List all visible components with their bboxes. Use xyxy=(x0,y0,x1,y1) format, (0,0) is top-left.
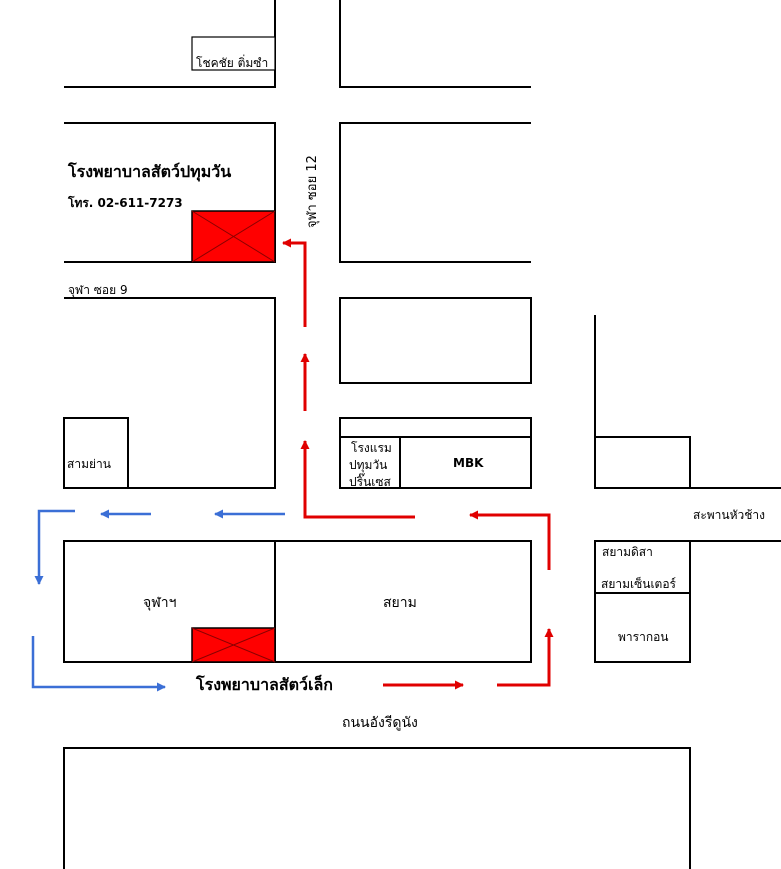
street-lines xyxy=(63,0,781,869)
arrowhead-icon xyxy=(31,636,166,692)
arrowhead-icon xyxy=(497,628,554,687)
block-top-middle xyxy=(339,0,531,88)
phone-label: โทร. 02-611-7273 xyxy=(67,195,183,210)
hua-chang-bridge-label: สะพานหัวช้าง xyxy=(693,508,765,522)
chula-label: จุฬาฯ xyxy=(143,595,177,611)
samyan-label: สามย่าน xyxy=(67,457,111,471)
block-samyan xyxy=(63,417,129,489)
mbk-label: MBK xyxy=(453,456,484,470)
block-soi9-south xyxy=(64,297,276,489)
block-chula-siam xyxy=(63,540,532,663)
block-soi12-right xyxy=(339,122,531,263)
hotel-label-line: โรงแรม xyxy=(351,441,392,455)
arrowhead-icon xyxy=(34,509,75,585)
pathumwan-hospital-label: โรงพยาบาลสัตว์ปทุมวัน xyxy=(67,161,231,182)
block-mbk xyxy=(339,417,532,489)
block-middle-right xyxy=(339,297,532,384)
soi12-label: จุฬา ซอย 12 xyxy=(305,155,320,228)
arrowhead-icon xyxy=(282,238,307,327)
hotel-label: โรงแรม ปทุมวัน ปริ๊นเซส xyxy=(349,441,396,489)
arrowhead-icon xyxy=(469,510,551,570)
henri-dunant-road-label: ถนนอังรีดูนัง xyxy=(342,715,418,731)
hotel-label-line: ปริ๊นเซส xyxy=(349,473,392,489)
paragon-label: พารากอน xyxy=(618,630,669,644)
hospital-marker-icon xyxy=(191,210,276,263)
siam-discovery-label: สยามดิสา xyxy=(602,545,653,559)
red-route xyxy=(282,238,554,690)
chokchai-label: โชคชัย ติ่มซำ xyxy=(196,54,268,70)
siam-center-label: สยามเซ็นเตอร์ xyxy=(601,576,677,591)
chokchai-box xyxy=(191,36,276,71)
block-siam-paragon xyxy=(594,540,781,663)
block-bottom xyxy=(63,747,691,869)
soi9-label: จุฬา ซอย 9 xyxy=(68,283,128,298)
hotel-label-line: ปทุมวัน xyxy=(349,458,387,473)
blue-route xyxy=(31,509,285,692)
arrowhead-icon xyxy=(300,440,415,519)
siam-label: สยาม xyxy=(383,595,417,611)
hospital-marker-icon xyxy=(191,627,276,663)
block-top-left xyxy=(64,0,276,88)
block-pathumwan-hospital xyxy=(64,122,276,263)
block-hua-chang xyxy=(594,315,781,489)
small-animal-hospital-label: โรงพยาบาลสัตว์เล็ก xyxy=(195,673,333,694)
